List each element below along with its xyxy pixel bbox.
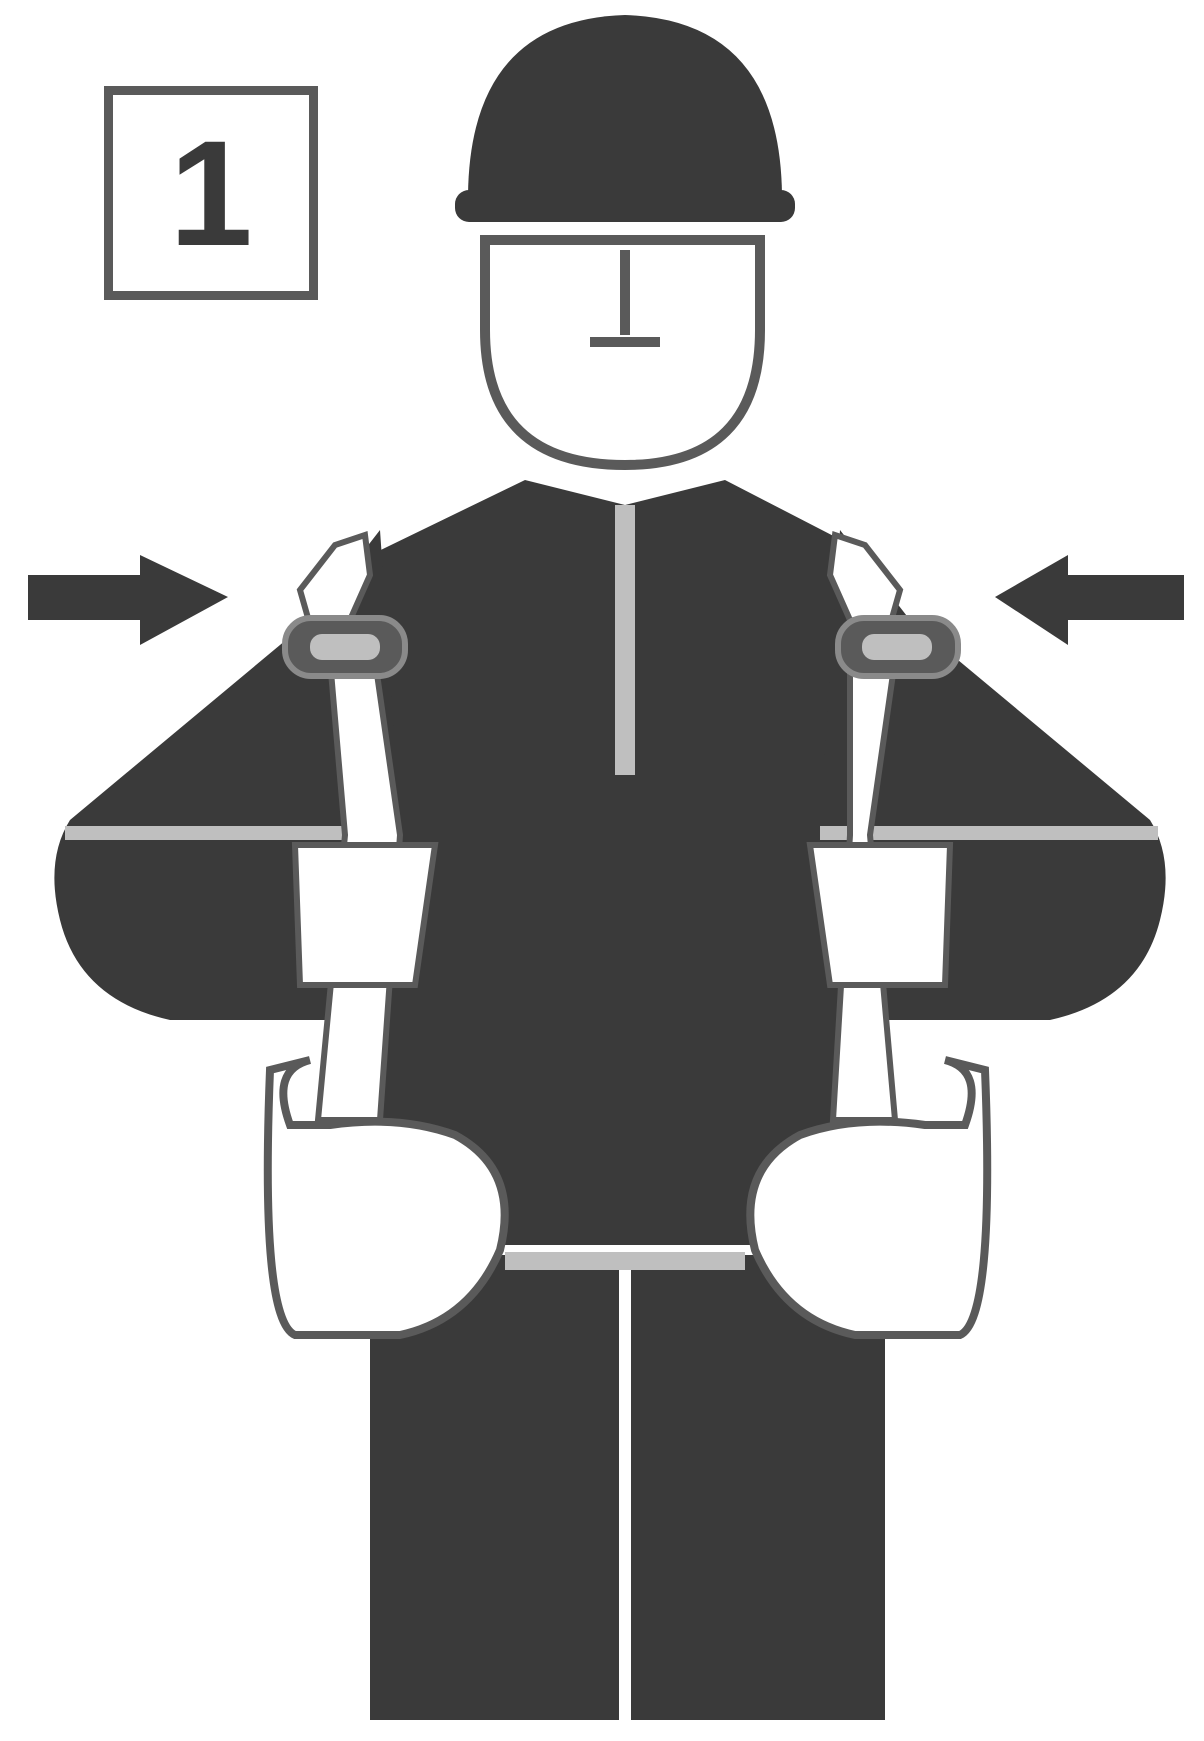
arrow-left-icon — [995, 555, 1184, 645]
arrow-right-icon — [28, 555, 228, 645]
trousers — [370, 1255, 885, 1720]
head — [485, 240, 760, 465]
helmet-icon — [455, 15, 795, 222]
right-shoulder-buckle — [830, 535, 958, 676]
